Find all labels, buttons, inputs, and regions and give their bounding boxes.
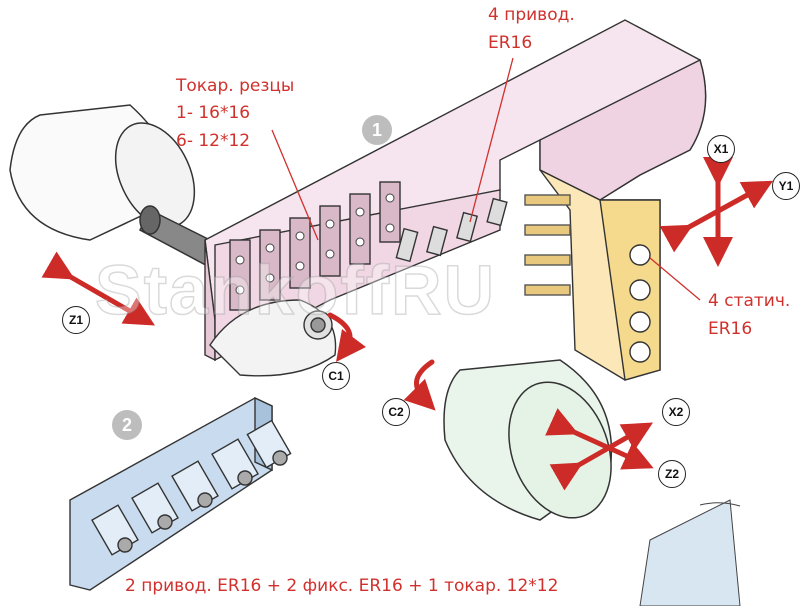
axis-c2: C2 bbox=[382, 398, 410, 426]
axis-z1: Z1 bbox=[62, 306, 90, 334]
static-label-line1: 4 статич. bbox=[708, 291, 791, 311]
motion-arrows bbox=[41, 157, 774, 491]
watermark: StankoffRU bbox=[94, 250, 497, 330]
axis-x2: X2 bbox=[662, 398, 690, 426]
turning-label-line1: Токар. резцы bbox=[176, 76, 295, 96]
driven-top-label-line1: 4 привод. bbox=[488, 5, 575, 25]
marker-2: 2 bbox=[112, 410, 142, 440]
leader-lines bbox=[271, 57, 701, 301]
turning-label-line3: 6- 12*12 bbox=[176, 131, 251, 151]
axis-c1: C1 bbox=[322, 362, 350, 390]
turret-disk bbox=[209, 299, 337, 377]
turning-label-line2: 1- 16*16 bbox=[176, 103, 251, 123]
tool-module bbox=[69, 396, 292, 591]
machine-corner bbox=[639, 499, 741, 607]
main-spindle bbox=[9, 104, 232, 271]
marker-1: 1 bbox=[362, 115, 392, 145]
static-tool-block bbox=[524, 169, 661, 381]
driven-top-label-line2: ER16 bbox=[488, 33, 533, 53]
axis-y1: Y1 bbox=[772, 172, 800, 200]
axis-z2: Z2 bbox=[658, 460, 686, 488]
axis-x1: X1 bbox=[707, 135, 735, 163]
static-label-line2: ER16 bbox=[708, 319, 753, 339]
bottom-label: 2 привод. ER16 + 2 фикс. ER16 + 1 токар.… bbox=[125, 576, 559, 596]
